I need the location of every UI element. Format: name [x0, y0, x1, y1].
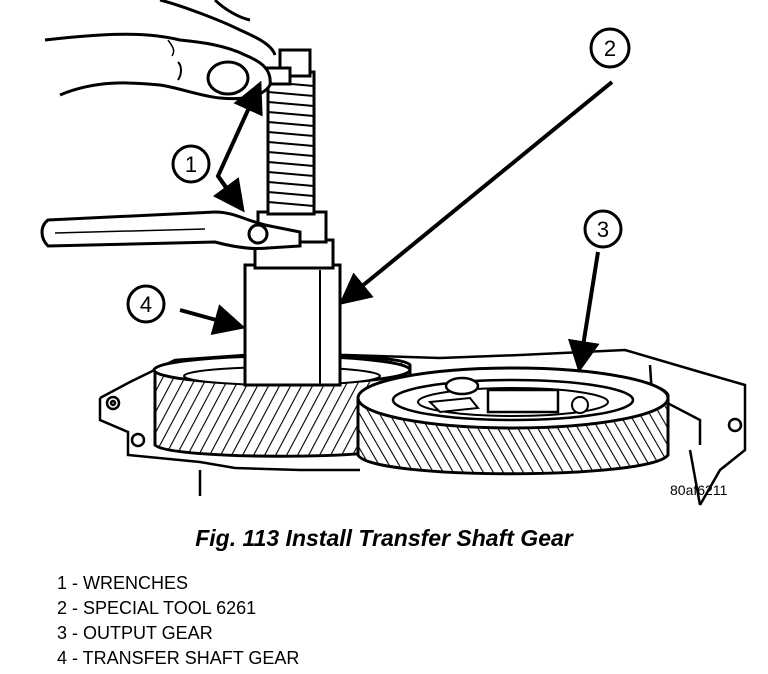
- callout-3-number: 3: [597, 217, 609, 242]
- legend-list: 1 - WRENCHES 2 - SPECIAL TOOL 6261 3 - O…: [57, 571, 299, 671]
- callout-2-number: 2: [604, 36, 616, 61]
- callout-1-number: 1: [185, 152, 197, 177]
- callout-2: 2: [338, 27, 631, 306]
- figure-illustration: 1 2 3 4: [40, 0, 747, 506]
- legend-item: 4 - TRANSFER SHAFT GEAR: [57, 648, 300, 668]
- callout-4-number: 4: [140, 292, 152, 317]
- legend-item: 1 - WRENCHES: [57, 573, 189, 593]
- figure-id-code: 80af6211: [670, 482, 728, 498]
- callout-3: 3: [567, 209, 623, 373]
- callout-1: 1: [171, 80, 263, 213]
- output-gear: [356, 366, 670, 476]
- wrench-lower: [40, 210, 302, 250]
- callout-4: 4: [126, 284, 246, 336]
- transmission-housing: [98, 348, 747, 506]
- legend-item: 3 - OUTPUT GEAR: [57, 623, 213, 643]
- figure-caption: Fig. 113 Install Transfer Shaft Gear: [195, 525, 573, 551]
- hand-illustration: [44, 0, 277, 101]
- special-tool-6261: [243, 48, 342, 387]
- legend-item: 2 - SPECIAL TOOL 6261: [57, 598, 257, 618]
